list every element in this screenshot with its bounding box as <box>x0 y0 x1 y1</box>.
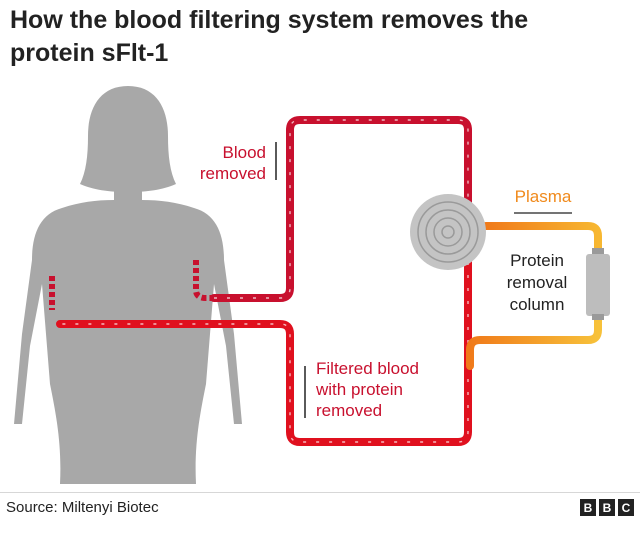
filtering-diagram: Blood removed Plasma Protein removal col… <box>14 86 610 484</box>
filtered-label-2: with protein <box>315 380 403 399</box>
arm-blood-dashes-right <box>193 260 214 301</box>
plasma-bottom-tube <box>466 312 602 370</box>
filtered-label-1: Filtered blood <box>316 359 419 378</box>
column-label-1: Protein <box>510 251 564 270</box>
protein-removal-column <box>586 248 610 320</box>
filter-unit <box>410 194 486 270</box>
bbc-logo-letter: B <box>580 499 596 516</box>
column-label-2: removal <box>507 273 567 292</box>
bbc-logo-letter: B <box>599 499 615 516</box>
source-note: Source: Miltenyi Biotec <box>6 499 159 516</box>
filtered-blood-arrows <box>60 262 469 443</box>
column-label-3: column <box>510 295 565 314</box>
plasma-top-tube <box>482 222 602 256</box>
footer-divider <box>0 492 640 493</box>
filtered-label-3: removed <box>316 401 382 420</box>
page-title: How the blood filtering system removes t… <box>10 6 529 67</box>
bbc-logo: B B C <box>580 499 634 516</box>
bbc-logo-letter: C <box>618 499 634 516</box>
blood-removed-label-1: Blood <box>223 143 266 162</box>
blood-removed-arrows <box>214 119 469 299</box>
blood-removed-label-2: removed <box>200 164 266 183</box>
human-silhouette <box>14 86 242 484</box>
plasma-label: Plasma <box>515 187 572 206</box>
